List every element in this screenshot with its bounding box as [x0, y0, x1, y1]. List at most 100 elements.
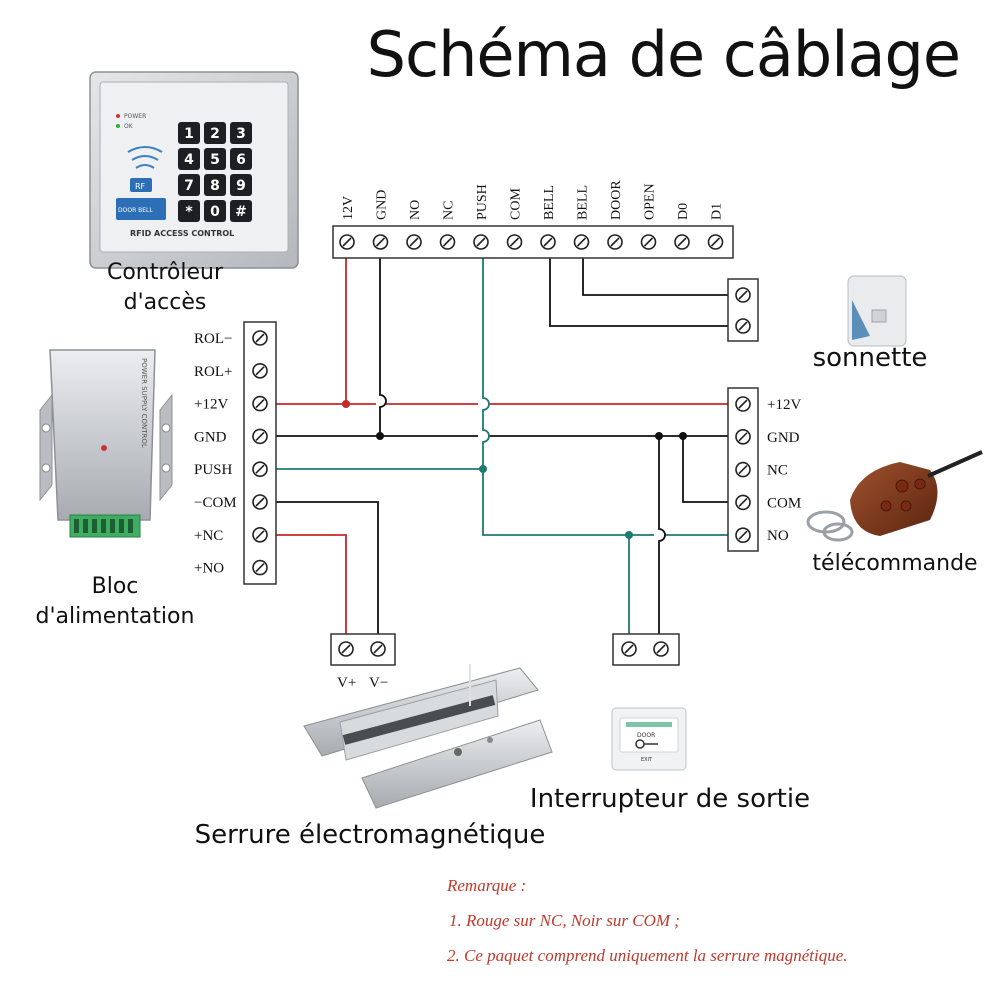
led-ok-label: OK	[124, 123, 134, 130]
controller-terminal-label: BELL	[576, 185, 591, 220]
keypad-key: 7	[178, 174, 200, 196]
psu-terminal-label: +NC	[194, 528, 223, 544]
controller-caption: Contrôleur d'accès	[106, 260, 224, 315]
terminal-screw	[573, 234, 590, 250]
keypad-key-label: *	[185, 204, 193, 220]
exit-switch-caption: Interrupteur de sortie	[529, 784, 811, 814]
keypad-key-label: 5	[210, 152, 220, 168]
controller-terminal-label: D1	[710, 203, 725, 220]
terminal-screw	[735, 396, 751, 412]
doorbell-device	[847, 275, 907, 347]
terminal-screw	[338, 641, 354, 657]
keypad-key: *	[178, 200, 200, 222]
remote-control-device	[806, 450, 983, 542]
remark-line-2: 2. Ce paquet comprend uniquement la serr…	[447, 946, 848, 965]
power-supply-caption: Bloc d'alimentation	[35, 574, 195, 629]
keypad-key: #	[230, 200, 252, 222]
terminal-screw	[540, 234, 556, 250]
wire-bell-2	[582, 242, 728, 296]
controller-terminal-label: GND	[375, 190, 390, 220]
wire-gnd-vertical	[379, 242, 387, 436]
keypad-key-label: #	[235, 204, 247, 220]
door-bell-label: DOOR BELL	[118, 207, 153, 214]
controller-terminal-label: NC	[442, 201, 457, 220]
psu-terminal-label: ROL+	[194, 364, 232, 380]
terminal-screw	[607, 234, 623, 250]
terminal-screw	[735, 494, 751, 511]
remote-terminal-label: NC	[767, 463, 788, 479]
terminal-screw	[473, 234, 489, 250]
terminal-screw	[653, 641, 669, 657]
doorbell-caption: sonnette	[812, 343, 928, 373]
device-label: RFID ACCESS CONTROL	[130, 229, 234, 238]
psu-terminal-label: +NO	[194, 561, 224, 577]
bell-terminal-block	[727, 278, 759, 342]
controller-terminal-label: OPEN	[643, 183, 658, 220]
terminal-screw	[735, 428, 751, 445]
power-supply-device: POWER SUPPLY CONTROL	[39, 349, 173, 538]
controller-terminal-block	[332, 225, 734, 259]
psu-terminal-label: −COM	[194, 495, 237, 511]
psu-terminal-block	[243, 321, 277, 585]
controller-terminal-label: 12V	[341, 196, 356, 220]
keypad-key-label: 3	[236, 126, 246, 142]
psu-terminal-label: PUSH	[194, 462, 233, 478]
lock-terminal-block	[330, 633, 396, 666]
remote-terminal-block	[727, 387, 759, 552]
psu-terminal-label: ROL−	[194, 331, 232, 347]
keypad-key: 5	[204, 148, 226, 170]
terminal-screw	[252, 461, 268, 478]
terminal-screw	[370, 641, 386, 657]
controller-terminal-label: D0	[676, 203, 691, 220]
keypad-key-label: 8	[210, 178, 220, 194]
controller-terminal-label: PUSH	[475, 184, 490, 220]
wires	[276, 242, 728, 648]
terminal-screw	[406, 234, 422, 250]
terminal-screw	[640, 234, 657, 250]
terminal-screw	[674, 234, 690, 250]
controller-terminal-label: BELL	[542, 185, 557, 220]
keypad-key: 0	[204, 200, 226, 222]
terminal-screw	[439, 234, 456, 250]
controller-terminal-label: NO	[408, 200, 423, 220]
terminal-screw	[621, 641, 637, 657]
wire-remote-com	[682, 436, 728, 503]
keypad-key-label: 4	[184, 152, 194, 168]
terminal-screw	[372, 234, 389, 250]
psu-terminal-label: GND	[194, 429, 227, 445]
terminal-screw	[252, 362, 268, 379]
wire-exit-gnd	[658, 436, 666, 648]
remote-caption: télécommande	[812, 551, 978, 576]
remote-terminal-label: NO	[767, 528, 789, 544]
keypad-key: 8	[204, 174, 226, 196]
keypad-key: 9	[230, 174, 252, 196]
keypad-key-label: 2	[210, 126, 220, 142]
terminal-screw	[252, 526, 268, 543]
psu-terminal-label: +12V	[194, 397, 228, 413]
remote-terminal-label: GND	[767, 430, 800, 446]
wire-push-vertical	[482, 242, 728, 536]
terminal-screw	[506, 234, 523, 250]
led-power-label: POWER	[124, 113, 146, 120]
controller-terminal-label: COM	[509, 188, 524, 220]
lock-terminal-label: V−	[369, 675, 388, 691]
terminal-screw	[339, 234, 355, 250]
lock-caption: Serrure électromagnétique	[194, 820, 546, 850]
remote-terminal-label: +12V	[767, 397, 801, 413]
exit-switch-device: DOOR EXIT	[611, 707, 687, 771]
wire-lock-black	[276, 501, 379, 648]
rf-badge: RF	[135, 182, 146, 191]
page-title: Schéma de câblage	[366, 18, 961, 91]
rfid-icon	[127, 146, 163, 169]
remark-line-1: 1. Rouge sur NC, Noir sur COM ;	[449, 911, 680, 930]
wire-lock-red	[276, 534, 347, 648]
keypad-key: 1	[178, 122, 200, 144]
terminal-screw	[252, 395, 268, 412]
keypad-key-label: 0	[210, 204, 220, 220]
exit-plate-sub: EXIT	[641, 757, 653, 763]
terminal-screw	[252, 494, 268, 510]
